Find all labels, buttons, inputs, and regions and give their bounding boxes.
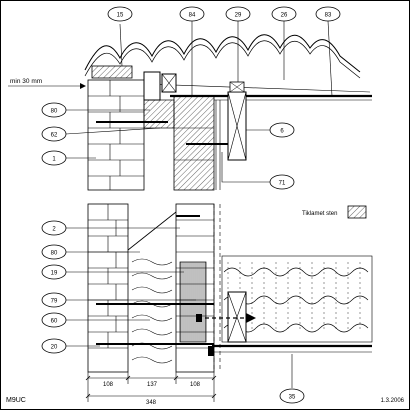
callout-29 [225,6,251,22]
svg-text:35: 35 [289,395,296,401]
dense-infill [179,261,207,343]
callout-35 [279,388,305,404]
dimension-lines: 108 137 108 348 [85,372,217,406]
floor-joint-block [208,346,214,356]
svg-text:6: 6 [280,129,284,135]
svg-text:2: 2 [52,227,56,233]
drawing-date: 1.3.2006 [381,398,405,404]
min-gap-arrow [80,83,86,89]
svg-text:15: 15 [117,13,124,19]
callout-2 [41,220,67,236]
svg-text:71: 71 [279,181,286,187]
dim-inner-leaf: 108 [190,382,201,388]
svg-text:79: 79 [51,299,58,305]
callout-80-bottom [41,244,67,260]
callout-62 [41,126,67,142]
top-detail: min 30 mm [8,34,372,191]
floor-insulation [221,255,373,343]
dim-outer-leaf: 108 [103,382,114,388]
bottom-detail: Tiklamet sten [87,203,373,373]
callout-6 [269,122,295,138]
svg-text:1: 1 [52,157,56,163]
svg-text:84: 84 [189,13,196,19]
cavity-insulation [127,211,177,364]
callout-26 [271,6,297,22]
svg-text:29: 29 [235,13,242,19]
callout-80-top [41,102,67,118]
dim-total: 348 [146,400,157,406]
callout-71 [269,174,295,190]
drawing-code: M9UC [6,397,26,404]
callout-60 [41,312,67,328]
dim-cavity: 137 [147,382,158,388]
svg-text:19: 19 [51,271,58,277]
svg-text:80: 80 [51,109,58,115]
tile-batten [91,65,133,79]
callouts: 15 84 29 26 83 80 62 1 6 71 2 [41,6,341,404]
callout-20 [41,338,67,354]
svg-text:26: 26 [281,13,288,19]
left-brick-wall-top [87,79,145,191]
legend-swatch [347,205,367,219]
callout-15 [107,6,133,22]
wall-plate [143,71,161,101]
left-brick-wall-bottom [87,203,129,373]
roof-tile-line-inner [84,40,361,79]
cavity-fill-top [143,99,175,129]
svg-text:83: 83 [325,13,332,19]
callout-79 [41,292,67,308]
callout-84 [179,6,205,22]
callout-19 [41,264,67,280]
legend-label: Tiklamet sten [302,211,337,217]
callout-1 [41,150,67,166]
flow-arrow-start [196,314,202,322]
svg-text:20: 20 [51,345,58,351]
svg-text:60: 60 [51,319,58,325]
roof-tile-line [84,34,361,73]
flow-arrow-head [246,313,256,323]
svg-text:62: 62 [51,133,58,139]
svg-text:80: 80 [51,251,58,257]
callout-83 [315,6,341,22]
min-gap-label: min 30 mm [10,78,42,85]
